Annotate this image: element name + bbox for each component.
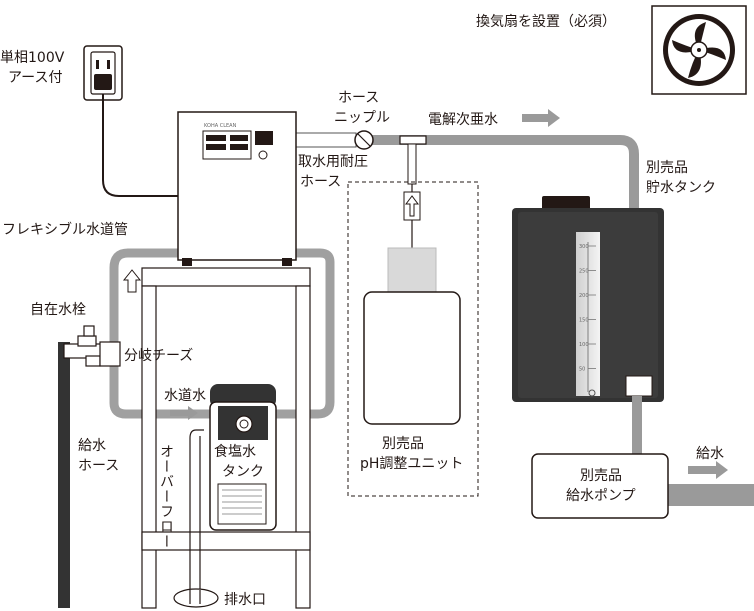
branch-tee	[99, 341, 121, 367]
hose-nipple-label-line1: ホース	[338, 90, 379, 106]
pipe-up-arrow-icon	[122, 269, 142, 293]
tank-scale-label: 300	[579, 244, 589, 250]
output-pipe	[296, 135, 639, 212]
tap-water-arrow-icon	[170, 406, 198, 420]
stand	[141, 267, 311, 609]
tank-scale-label: 150	[579, 318, 589, 324]
brine-label-line1: 食塩水	[214, 443, 256, 460]
pressure-hose-label-line1: 取水用耐圧	[298, 154, 368, 170]
electrolyzed-water-label: 電解次亜水	[428, 112, 498, 128]
outlet-label-line1: 単相100V	[0, 50, 65, 66]
tank-outlet-pipe	[632, 396, 642, 454]
pressure-hose	[295, 132, 357, 148]
ph-unit-bottle	[363, 247, 461, 425]
supply-arrow-icon	[688, 461, 728, 479]
tank-label-line2: 貯水タンク	[646, 180, 716, 196]
supply-pump	[531, 453, 669, 519]
tee-fitting	[399, 135, 427, 185]
drain-label: 排水口	[224, 592, 266, 608]
main-unit: KOHA CLEAN	[177, 111, 297, 266]
flexible-pipe-label: フレキシブル水道管	[2, 221, 128, 238]
pump-label-line1: 別売品	[580, 468, 622, 484]
tank-scale-label: 50	[579, 367, 585, 373]
tank-scale-label: 200	[579, 293, 589, 299]
ventilation-fan	[651, 5, 747, 95]
pump-outlet-pipe	[666, 484, 754, 506]
brine-label-line2: タンク	[222, 464, 264, 480]
faucet	[63, 325, 103, 367]
flow-arrow-icon	[522, 109, 560, 127]
overflow-hose	[189, 429, 204, 604]
fan-label: 換気扇を設置（必須）	[476, 14, 616, 30]
tank-scale: 300 250 200 150 100 50	[579, 244, 596, 373]
tap-water-label: 水道水	[164, 388, 206, 404]
tank-scale-label: 250	[579, 269, 589, 275]
drain	[173, 588, 219, 608]
storage-tank	[512, 196, 664, 402]
ph-unit-label-line2: pH調整ユニット	[360, 456, 463, 472]
branch-tee-label: 分岐チーズ	[124, 348, 193, 364]
supply-hose	[58, 342, 70, 608]
ph-unit-label-line1: 別売品	[382, 436, 424, 452]
supply-hose-label-line1: 給水	[78, 438, 106, 454]
tank-scale-label: 100	[579, 342, 589, 348]
supply-hose-label-line2: ホース	[78, 458, 119, 474]
supply-label: 給水	[696, 446, 724, 462]
outlet-label-line2: アース付	[8, 70, 62, 86]
pump-label-line2: 給水ポンプ	[566, 488, 636, 504]
device-brand: KOHA CLEAN	[204, 123, 237, 129]
faucet-label: 自在水栓	[30, 302, 86, 318]
brine-tank	[209, 384, 277, 531]
power-outlet	[83, 45, 123, 101]
hose-nipple-label-line2: ニップル	[334, 110, 390, 126]
up-arrow-icon	[405, 195, 419, 217]
tank-label-line1: 別売品	[646, 160, 688, 176]
power-cord	[102, 94, 178, 197]
ph-unit-box	[347, 181, 479, 497]
pressure-hose-label-line2: ホース	[300, 174, 341, 190]
overflow-label: オーバーフロー	[158, 444, 174, 549]
